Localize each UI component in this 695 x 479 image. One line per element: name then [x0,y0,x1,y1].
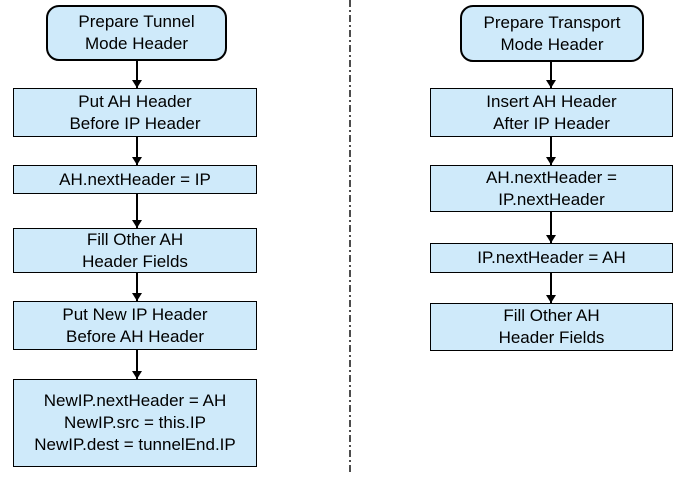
flow-node-tunnel-start: Prepare Tunnel Mode Header [46,5,227,61]
flow-node-tunnel-ah-nextheader: AH.nextHeader = IP [13,165,257,194]
flow-node-tunnel-put-new-ip-header: Put New IP Header Before AH Header [13,301,257,350]
flow-node-transport-insert-ah-header: Insert AH Header After IP Header [430,88,673,137]
arrow-down-icon [550,137,552,165]
flow-node-tunnel-fill-other-fields: Fill Other AH Header Fields [13,228,257,273]
flow-node-tunnel-put-ah-header: Put AH Header Before IP Header [13,88,257,137]
arrow-down-icon [550,212,552,243]
flow-node-transport-ip-nextheader: IP.nextHeader = AH [430,243,673,273]
arrow-down-icon [136,137,138,165]
arrow-down-icon [136,194,138,228]
flow-node-tunnel-newip-assignments: NewIP.nextHeader = AH NewIP.src = this.I… [13,379,257,467]
flow-node-transport-fill-other-fields: Fill Other AH Header Fields [430,303,673,351]
arrow-down-icon [136,273,138,301]
arrow-down-icon [136,350,138,379]
mode-divider-line [349,0,351,474]
arrow-down-icon [550,62,552,88]
flow-node-transport-ah-nextheader: AH.nextHeader = IP.nextHeader [430,165,673,212]
flow-node-transport-start: Prepare Transport Mode Header [460,5,644,62]
arrow-down-icon [550,273,552,303]
arrow-down-icon [136,61,138,88]
